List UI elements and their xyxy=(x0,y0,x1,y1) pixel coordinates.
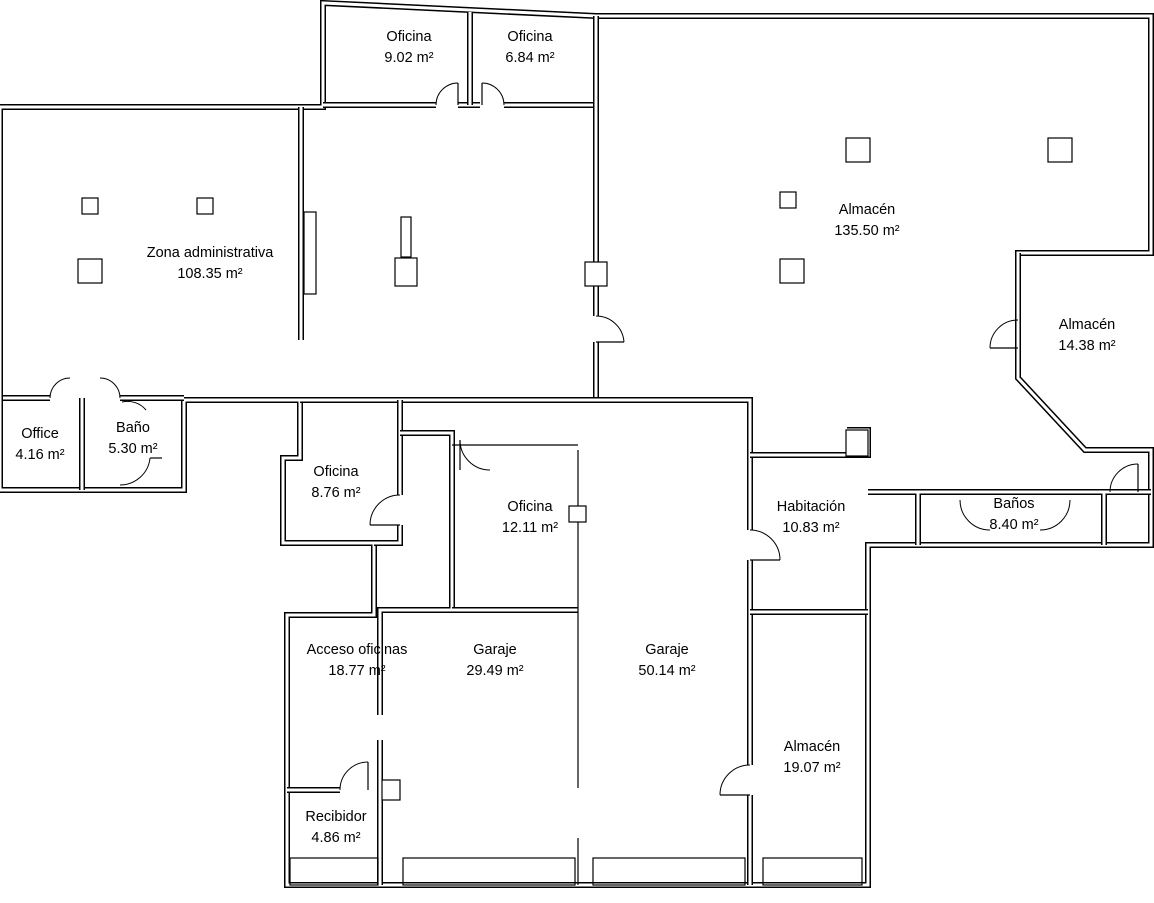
room-area: 9.02 m² xyxy=(384,50,434,66)
room-label-almacen-1: Almacén 135.50 m² xyxy=(834,200,899,242)
room-name: Oficina xyxy=(313,464,359,480)
room-label-garaje-2: Garaje 50.14 m² xyxy=(638,640,695,682)
room-name: Almacén xyxy=(838,202,896,218)
room-area: 4.16 m² xyxy=(15,447,65,463)
room-name: Acceso oficinas xyxy=(306,642,408,658)
room-label-bano: Baño 5.30 m² xyxy=(108,418,157,460)
room-area: 8.76 m² xyxy=(311,485,361,501)
room-label-oficina-4: Oficina 12.11 m² xyxy=(502,497,558,539)
doors xyxy=(49,82,1139,796)
room-name: Office xyxy=(21,426,59,442)
room-label-habitacion: Habitación 10.83 m² xyxy=(777,497,846,539)
gate-openings xyxy=(289,857,863,886)
room-name: Almacén xyxy=(1058,317,1116,333)
room-area: 29.49 m² xyxy=(466,663,524,679)
room-area: 108.35 m² xyxy=(177,266,243,282)
room-label-almacen-3: Almacén 19.07 m² xyxy=(783,737,840,779)
room-name: Habitación xyxy=(776,499,846,515)
room-area: 5.30 m² xyxy=(108,441,158,457)
room-label-office: Office 4.16 m² xyxy=(15,424,64,466)
room-name: Baños xyxy=(993,496,1035,512)
room-area: 14.38 m² xyxy=(1058,338,1116,354)
room-name: Garaje xyxy=(473,642,517,658)
room-area: 4.86 m² xyxy=(311,830,361,846)
room-name: Oficina xyxy=(386,29,432,45)
room-area: 19.07 m² xyxy=(783,760,841,776)
room-name: Zona administrativa xyxy=(146,245,274,261)
room-label-recibidor: Recibidor 4.86 m² xyxy=(305,807,366,849)
room-label-oficina-3: Oficina 8.76 m² xyxy=(311,462,360,504)
room-area: 135.50 m² xyxy=(834,223,900,239)
room-area: 8.40 m² xyxy=(989,517,1039,533)
room-label-garaje-1: Garaje 29.49 m² xyxy=(466,640,523,682)
room-area: 10.83 m² xyxy=(782,520,840,536)
room-label-oficina-1: Oficina 9.02 m² xyxy=(384,27,433,69)
room-name: Garaje xyxy=(645,642,689,658)
room-label-oficina-2: Oficina 6.84 m² xyxy=(505,27,554,69)
room-name: Oficina xyxy=(507,29,553,45)
room-label-acceso-oficinas: Acceso oficinas 18.77 m² xyxy=(307,640,408,682)
room-area: 6.84 m² xyxy=(505,50,555,66)
room-area: 50.14 m² xyxy=(638,663,696,679)
room-area: 12.11 m² xyxy=(501,520,559,536)
room-name: Almacén xyxy=(783,739,841,755)
room-label-almacen-2: Almacén 14.38 m² xyxy=(1058,315,1115,357)
room-name: Baño xyxy=(116,420,150,436)
pillars xyxy=(77,137,1073,801)
room-name: Oficina xyxy=(507,499,553,515)
room-label-zona-administrativa: Zona administrativa 108.35 m² xyxy=(147,243,274,285)
room-area: 18.77 m² xyxy=(328,663,386,679)
interior-walls xyxy=(3,12,1151,885)
room-label-banos: Baños 8.40 m² xyxy=(989,494,1038,536)
room-name: Recibidor xyxy=(305,809,367,825)
